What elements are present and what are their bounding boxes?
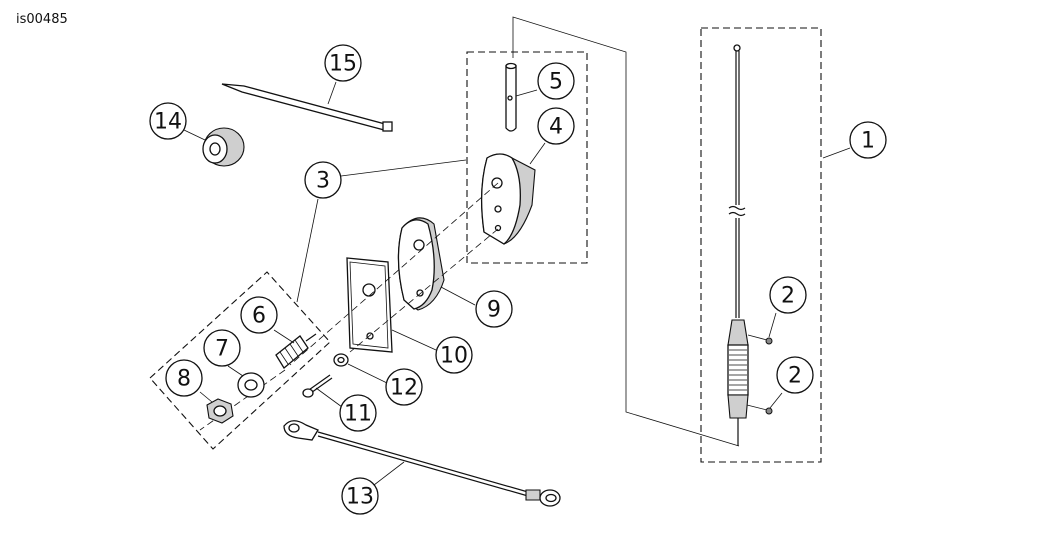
callout-label-6: 6 bbox=[252, 304, 266, 329]
callout-2-upper: 2 bbox=[769, 276, 807, 314]
callout-label-5: 5 bbox=[549, 70, 563, 95]
callout-label-4: 4 bbox=[549, 115, 563, 140]
callout-label-2-lower: 2 bbox=[788, 364, 802, 389]
gasket bbox=[397, 217, 445, 311]
callout-7: 7 bbox=[203, 329, 241, 367]
callout-12: 12 bbox=[385, 368, 423, 406]
hex-nut bbox=[206, 398, 234, 424]
assembly-path-line bbox=[512, 16, 740, 447]
hardware-group-box bbox=[149, 271, 331, 450]
callout-label-12: 12 bbox=[390, 376, 418, 401]
grommet bbox=[202, 127, 245, 167]
callout-label-7: 7 bbox=[215, 337, 229, 362]
bracket-block bbox=[480, 153, 536, 245]
antenna-mast bbox=[727, 44, 773, 446]
alignment-line-hardware bbox=[199, 369, 286, 431]
cable-tie bbox=[221, 83, 393, 132]
callout-2-lower: 2 bbox=[776, 356, 814, 394]
screw bbox=[302, 374, 333, 398]
callout-8: 8 bbox=[165, 359, 203, 397]
antenna-group-box bbox=[700, 27, 822, 463]
ground-strap bbox=[283, 420, 561, 507]
bracket-group-box bbox=[466, 51, 588, 264]
spring-stud bbox=[275, 333, 317, 369]
callout-9: 9 bbox=[475, 290, 513, 328]
callout-14: 14 bbox=[149, 102, 187, 140]
callout-label-9: 9 bbox=[487, 298, 501, 323]
washer bbox=[333, 353, 349, 367]
callout-label-8: 8 bbox=[177, 367, 191, 392]
callout-label-11: 11 bbox=[344, 402, 372, 427]
callout-3: 3 bbox=[304, 161, 342, 199]
callout-label-3: 3 bbox=[316, 169, 330, 194]
callout-label-2-upper: 2 bbox=[781, 284, 795, 309]
callout-label-1: 1 bbox=[861, 129, 875, 154]
alignment-line-upper bbox=[289, 182, 499, 366]
callout-10: 10 bbox=[435, 336, 473, 374]
callout-label-14: 14 bbox=[154, 110, 182, 135]
callout-label-10: 10 bbox=[440, 344, 468, 369]
callout-13: 13 bbox=[341, 477, 379, 515]
callout-label-13: 13 bbox=[346, 485, 374, 510]
callout-label-15: 15 bbox=[329, 52, 357, 77]
leader-lines bbox=[183, 81, 851, 486]
document-id: is00485 bbox=[16, 12, 68, 27]
mounting-pin bbox=[505, 62, 517, 132]
callout-5: 5 bbox=[537, 62, 575, 100]
alignment-line-lower bbox=[349, 228, 499, 353]
callout-6: 6 bbox=[240, 296, 278, 334]
callout-4: 4 bbox=[537, 107, 575, 145]
backing-plate bbox=[346, 257, 393, 353]
callout-15: 15 bbox=[324, 44, 362, 82]
callout-11: 11 bbox=[339, 394, 377, 432]
lock-washer bbox=[237, 372, 265, 398]
callout-1: 1 bbox=[849, 121, 887, 159]
